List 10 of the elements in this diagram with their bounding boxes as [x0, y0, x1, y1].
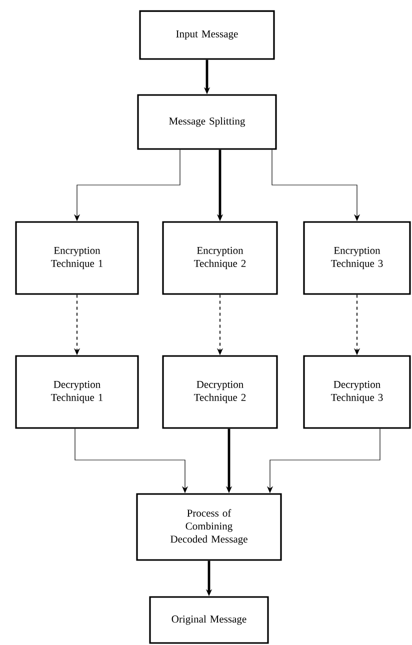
process-box: Input Message [139, 10, 275, 60]
process-box: Decryption Technique 2 [162, 355, 278, 429]
process-box: Decryption Technique 1 [15, 355, 139, 429]
process-box: Encryption Technique 2 [162, 221, 278, 295]
process-box: Message Splitting [137, 94, 277, 150]
process-box: Decryption Technique 3 [303, 355, 411, 429]
process-box: Process of Combining Decoded Message [136, 493, 282, 561]
process-box: Encryption Technique 3 [303, 221, 411, 295]
process-box: Encryption Technique 1 [15, 221, 139, 295]
process-box: Original Message [149, 596, 269, 644]
